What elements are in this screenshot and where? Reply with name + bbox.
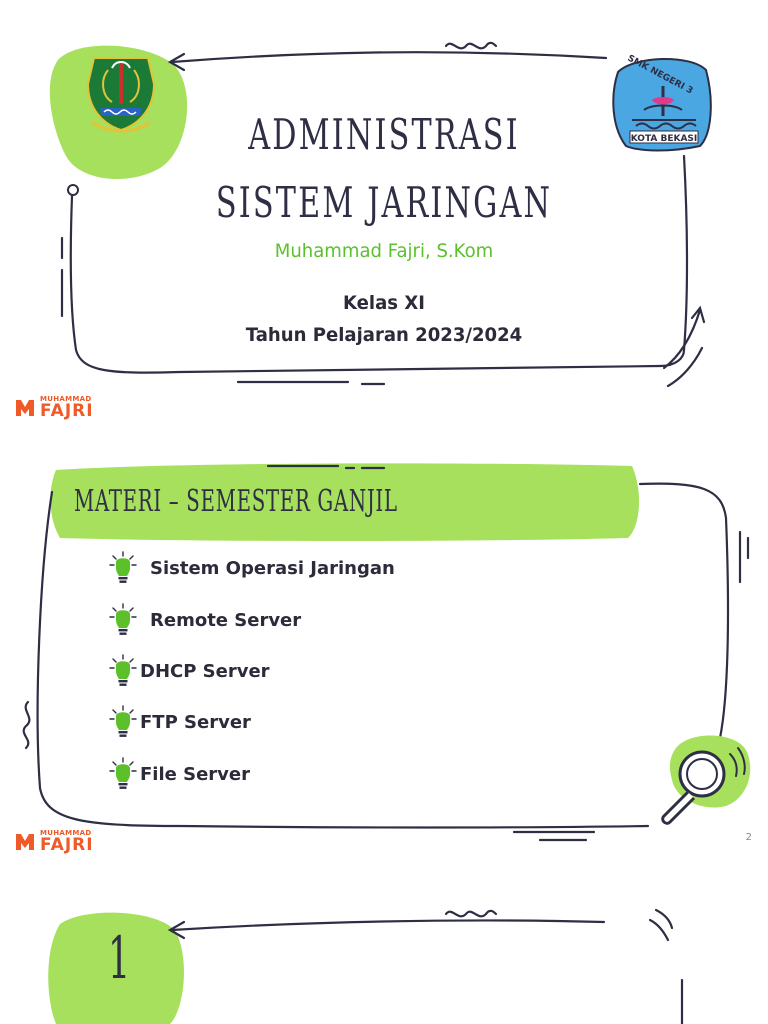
- section-number: 1: [108, 924, 131, 992]
- lightbulb-icon: [109, 757, 137, 789]
- lightbulb-icon: [109, 551, 137, 583]
- lightbulb-icon: [109, 603, 137, 635]
- materi-slide: MATERI – SEMESTER GANJIL Sistem Operasi …: [0, 448, 768, 866]
- list-item: Remote Server: [108, 602, 301, 638]
- list-item: File Server: [108, 756, 250, 792]
- title-line-2: SISTEM JARINGAN: [215, 178, 553, 227]
- number-blob: [48, 912, 184, 1024]
- list-item: Sistem Operasi Jaringan: [108, 550, 395, 586]
- brand-small-text: MUHAMMAD: [40, 829, 92, 837]
- slide3-decorations: [48, 908, 684, 1024]
- title-line-1: ADMINISTRASI: [248, 110, 520, 159]
- slide1-decorations: KOTA BEKASI SMK NEGERI 3: [49, 41, 712, 388]
- brand-big-text: FAJRI: [40, 835, 94, 855]
- magnifier-icon: [661, 735, 751, 825]
- brand-m-icon: [16, 400, 34, 416]
- list-item-label: FTP Server: [140, 711, 251, 733]
- author-name: Muhammad Fajri, S.Kom: [274, 240, 494, 262]
- brand-small-text: MUHAMMAD: [40, 395, 92, 403]
- school-logo-bottom-text: KOTA BEKASI: [631, 134, 698, 144]
- brand-big-text: FAJRI: [40, 401, 94, 421]
- slide2-decorations: [22, 463, 751, 842]
- class-label: Kelas XI: [343, 292, 425, 314]
- list-item-label: Sistem Operasi Jaringan: [150, 557, 395, 579]
- brand-m-icon: [16, 834, 34, 850]
- list-item: FTP Server: [108, 704, 251, 740]
- brand-logo: MUHAMMAD FAJRI: [14, 830, 94, 854]
- materi-heading: MATERI – SEMESTER GANJIL: [74, 484, 398, 519]
- list-item-label: File Server: [140, 763, 250, 785]
- page-number: 2: [745, 832, 752, 843]
- school-logo: KOTA BEKASI SMK NEGERI 3: [612, 54, 712, 152]
- jawa-barat-emblem-icon: [86, 57, 156, 133]
- year-label: Tahun Pelajaran 2023/2024: [245, 324, 523, 346]
- lightbulb-icon: [109, 705, 137, 737]
- list-item-label: Remote Server: [150, 609, 302, 631]
- heading-banner: [50, 463, 640, 541]
- brand-logo: MUHAMMAD FAJRI: [14, 396, 94, 420]
- title-slide: KOTA BEKASI SMK NEGERI 3 ADMINISTRASI SI…: [0, 0, 768, 440]
- lightbulb-icon: [109, 654, 137, 686]
- list-item-label: DHCP Server: [140, 660, 270, 682]
- section-slide: 1: [0, 880, 768, 1024]
- list-item: DHCP Server: [108, 653, 270, 689]
